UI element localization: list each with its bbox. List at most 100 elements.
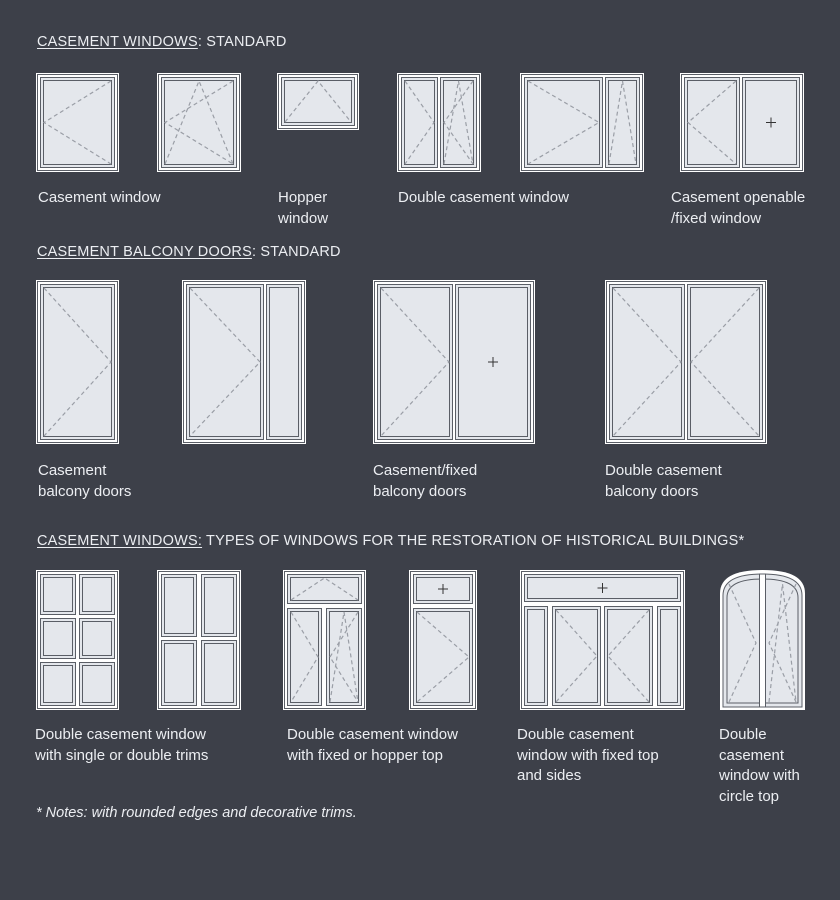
opening-indicator: [608, 80, 637, 165]
turn-tilt-window-icon: [157, 73, 241, 172]
frame-outline: [183, 281, 305, 443]
window-drawing: [520, 570, 685, 710]
pane: [266, 284, 302, 440]
double-casement-balcony-door-icon: [605, 280, 767, 444]
pane: [79, 574, 115, 615]
fixed-pane-plus-icon: [488, 357, 498, 367]
pane: [40, 77, 115, 168]
pane-inner: [608, 80, 637, 165]
pane: [40, 662, 76, 706]
frame-outline: [158, 74, 240, 171]
pane-inner: [164, 643, 194, 703]
pane-inner: [527, 609, 545, 703]
frame-outline: [398, 74, 480, 171]
heading-underlined: CASEMENT WINDOWS:: [37, 533, 203, 549]
frame-outline: [410, 571, 476, 709]
pane: [657, 606, 681, 706]
pane-inner: [416, 611, 470, 703]
opening-indicator: [290, 611, 319, 703]
window-drawing: [373, 280, 535, 444]
window-drawing: [182, 280, 306, 444]
frame-outline: [681, 74, 803, 171]
pane-inner: [43, 665, 73, 703]
double-casement-window-icon: [397, 73, 481, 172]
opening-indicator: [416, 611, 470, 703]
section-heading-casement-standard: CASEMENT WINDOWS: STANDARD: [37, 34, 287, 50]
opening-indicator: [43, 287, 112, 437]
pane: [79, 662, 115, 706]
pane: [40, 618, 76, 659]
label-double-casement-trims: Double casement window with single or do…: [35, 726, 209, 764]
pane-inner: [204, 577, 234, 634]
footnote: * Notes: with rounded edges and decorati…: [36, 805, 357, 821]
pane-inner: [43, 621, 73, 656]
frame-outline: [374, 281, 534, 443]
pane-inner: [329, 611, 359, 703]
opening-indicator: [164, 79, 234, 165]
pane-inner: [527, 80, 600, 165]
pane: [604, 606, 653, 706]
frame-outline: [37, 571, 118, 709]
label-double-casement-fixed-top-sides: Double casement window with fixed top an…: [517, 726, 659, 784]
frame-outline: [521, 571, 684, 709]
label-double-casement-balcony-doors: Double casement balcony doors: [605, 462, 722, 500]
opening-indicator: [329, 611, 359, 703]
pane: [161, 77, 237, 168]
label-double-casement-window: Double casement window: [398, 189, 569, 206]
pane: [40, 574, 76, 615]
window-drawing: [397, 73, 481, 172]
window-drawing: [680, 73, 804, 172]
pane-inner: [290, 577, 359, 601]
frame-outline: [521, 74, 643, 171]
window-drawing: [157, 570, 241, 710]
pane: [201, 574, 237, 637]
pane: [609, 284, 685, 440]
casement-fixed-window-icon: [680, 73, 804, 172]
window-drawing: [36, 73, 119, 172]
fixed-top-sides-window-icon: [520, 570, 685, 710]
pane: [413, 608, 473, 706]
mullion: [759, 573, 766, 708]
section-heading-historical: CASEMENT WINDOWS: TYPES OF WINDOWS FOR T…: [37, 533, 744, 549]
opening-indicator: [768, 583, 797, 703]
heading-rest: : STANDARD: [251, 244, 341, 260]
heading-rest: : STANDARD: [197, 34, 287, 50]
pane-inner: [204, 643, 234, 703]
wide-double-casement-window-icon: [520, 73, 644, 172]
window-drawing: [277, 73, 359, 130]
opening-indicator: [443, 80, 474, 165]
frame-outline: [606, 281, 766, 443]
frame-outline: [284, 571, 365, 709]
pane: [524, 606, 548, 706]
pane-inner: [82, 665, 112, 703]
pane: [186, 284, 264, 440]
label-casement-balcony-doors: Casement balcony doors: [38, 462, 132, 500]
fixed-top-window-icon: [409, 570, 477, 710]
opening-indicator: [687, 80, 737, 165]
fixed-pane-plus-icon: [766, 117, 776, 128]
pane-inner: [43, 577, 73, 612]
fixed-pane-plus-icon: [438, 584, 448, 594]
window-drawing: [605, 280, 767, 444]
pane-inner: [416, 577, 470, 601]
opening-indicator: [163, 80, 234, 165]
frame-outline: [158, 571, 240, 709]
pane-inner: [458, 287, 528, 437]
window-drawing: [36, 280, 119, 444]
pane-inner: [164, 577, 194, 634]
opening-indicator: [189, 287, 261, 437]
casement-balcony-door-icon: [36, 280, 119, 444]
circle-top-window-icon: [720, 570, 805, 710]
pane: [401, 77, 438, 168]
heading-underlined: CASEMENT WINDOWS: [37, 34, 198, 50]
six-pane-trim-window-icon: [36, 570, 119, 710]
pane: [79, 618, 115, 659]
pane: [161, 640, 197, 706]
opening-indicator: [380, 287, 450, 437]
opening-indicator: [728, 583, 757, 703]
window-drawing: [520, 73, 644, 172]
pane-inner: [607, 609, 650, 703]
label-casement-fixed-balcony-doors: Casement/fixed balcony doors: [373, 462, 478, 500]
pane: [552, 606, 601, 706]
label-casement-window: Casement window: [38, 189, 161, 206]
